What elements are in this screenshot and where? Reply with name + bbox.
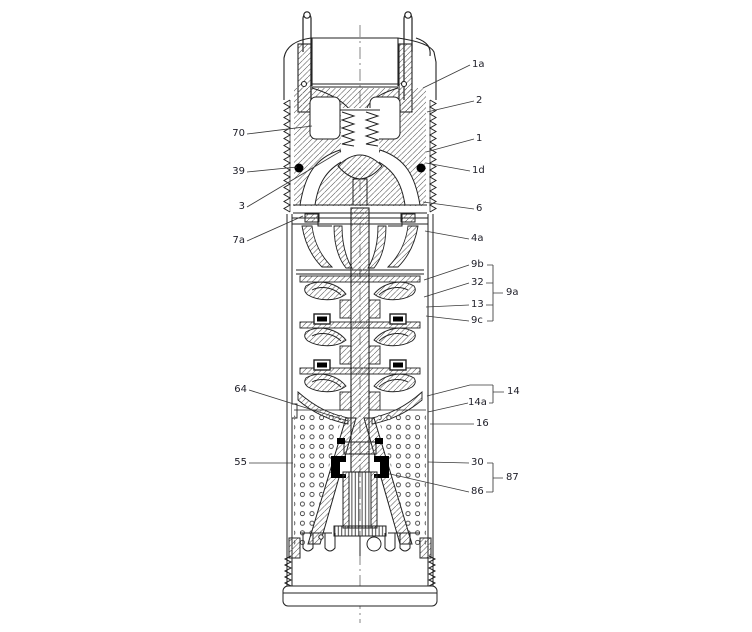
spline-coupling bbox=[348, 471, 372, 529]
callout-87: 87 bbox=[506, 471, 519, 483]
callout-6: 6 bbox=[476, 202, 483, 214]
bracket-14 bbox=[426, 384, 504, 404]
bracket-9a bbox=[492, 265, 503, 321]
callout-55: 55 bbox=[234, 456, 247, 468]
thread-top-right bbox=[429, 99, 437, 213]
callout-16: 16 bbox=[476, 417, 489, 429]
callout-3: 3 bbox=[238, 200, 245, 212]
callout-64: 64 bbox=[234, 383, 247, 395]
callout-32: 32 bbox=[471, 276, 484, 288]
callout-30: 30 bbox=[471, 456, 484, 468]
callout-2: 2 bbox=[476, 94, 483, 106]
callout-7a: 7a bbox=[232, 234, 246, 246]
callout-9b: 9b bbox=[471, 258, 484, 270]
bearing-row bbox=[313, 313, 407, 325]
check-valve-spring bbox=[340, 109, 380, 147]
callout-1d: 1d bbox=[472, 164, 485, 176]
callout-70: 70 bbox=[232, 127, 245, 139]
shaft-coupling bbox=[331, 438, 389, 556]
thread-top-left bbox=[283, 99, 291, 213]
bracket-87 bbox=[492, 463, 503, 492]
callout-14a: 14a bbox=[468, 396, 487, 408]
motor-top bbox=[288, 532, 432, 559]
o-ring-left bbox=[294, 163, 304, 173]
leader-lines bbox=[246, 64, 504, 493]
pump-sleeve bbox=[286, 214, 434, 588]
suction-strainer-left bbox=[294, 412, 343, 545]
valve-poppet bbox=[337, 154, 383, 206]
o-ring-right bbox=[416, 163, 426, 173]
diffuser-chambers bbox=[296, 225, 424, 275]
callout-13: 13 bbox=[471, 298, 484, 310]
callout-1a: 1a bbox=[472, 58, 485, 70]
callout-86: 86 bbox=[471, 485, 484, 497]
cable-hooks bbox=[302, 11, 413, 100]
callout-1: 1 bbox=[476, 132, 483, 144]
motor-flange bbox=[282, 555, 438, 607]
callout-9a: 9a bbox=[506, 286, 519, 298]
pump-shaft bbox=[350, 207, 370, 473]
suction-strainer-right bbox=[377, 412, 426, 545]
callout-14: 14 bbox=[507, 385, 520, 397]
callout-39: 39 bbox=[232, 165, 245, 177]
callout-9c: 9c bbox=[471, 314, 483, 326]
callout-4a: 4a bbox=[471, 232, 484, 244]
